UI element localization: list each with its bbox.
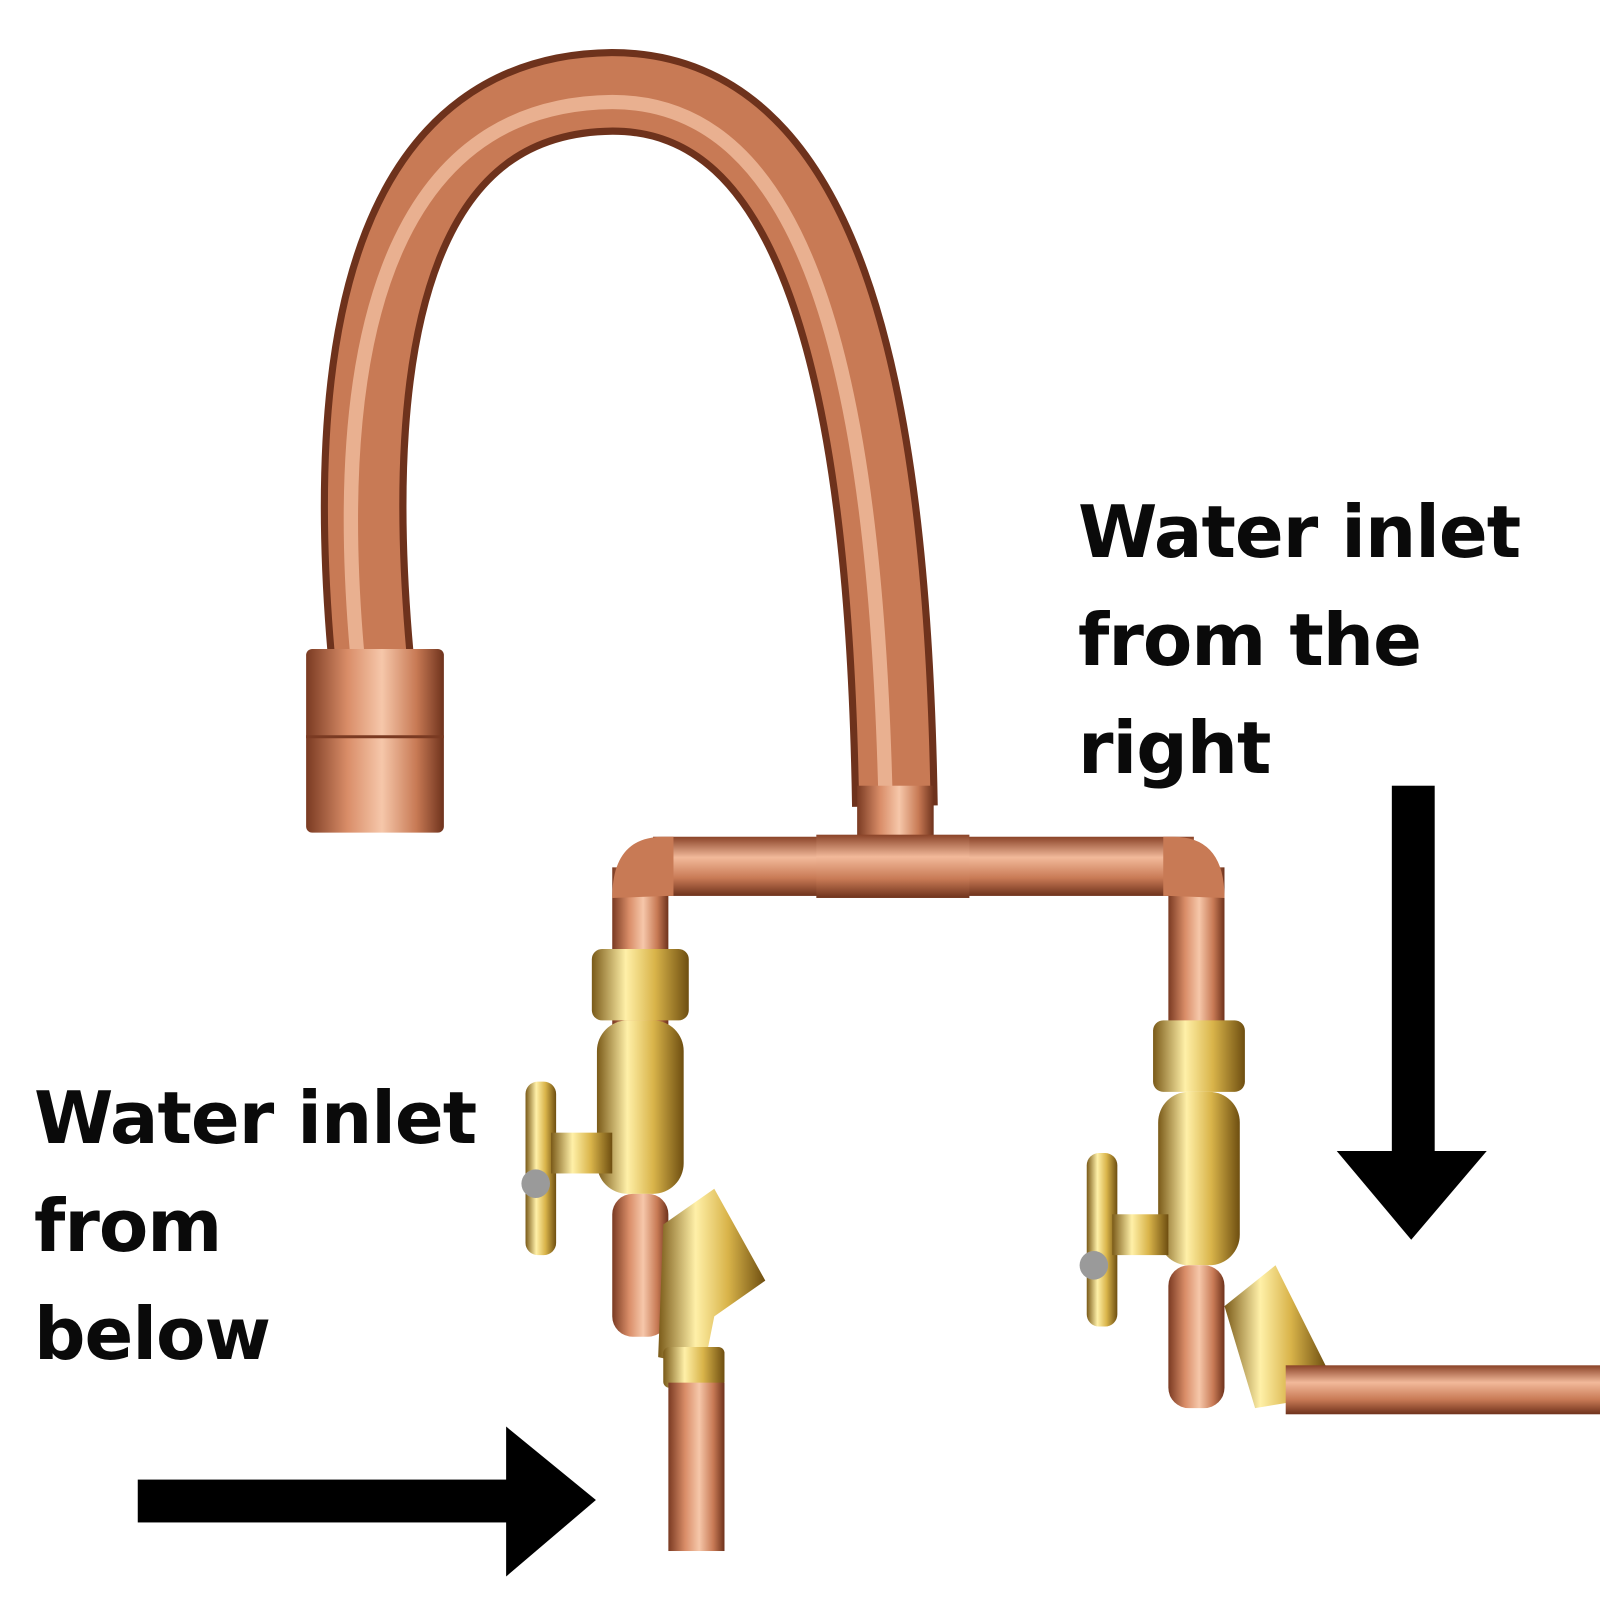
below-inlet-line-1: Water inlet xyxy=(34,1076,477,1160)
gooseneck-spout xyxy=(306,48,938,849)
right-inlet-line-3: right xyxy=(1078,706,1271,790)
right-inlet-line-2: from the xyxy=(1078,598,1422,682)
bridge-pipe xyxy=(612,834,1225,1031)
right-inlet-label: Water inlet from the right xyxy=(1078,478,1521,802)
right-valve xyxy=(1079,1020,1600,1415)
below-inlet-line-2: from xyxy=(34,1184,222,1268)
left-valve xyxy=(521,948,766,1552)
arrow-down-icon xyxy=(1336,785,1487,1240)
right-inlet-line-1: Water inlet xyxy=(1078,490,1521,574)
below-inlet-line-3: below xyxy=(34,1292,271,1376)
arrow-right-icon xyxy=(137,1426,596,1577)
below-inlet-label: Water inlet from below xyxy=(34,1064,477,1388)
